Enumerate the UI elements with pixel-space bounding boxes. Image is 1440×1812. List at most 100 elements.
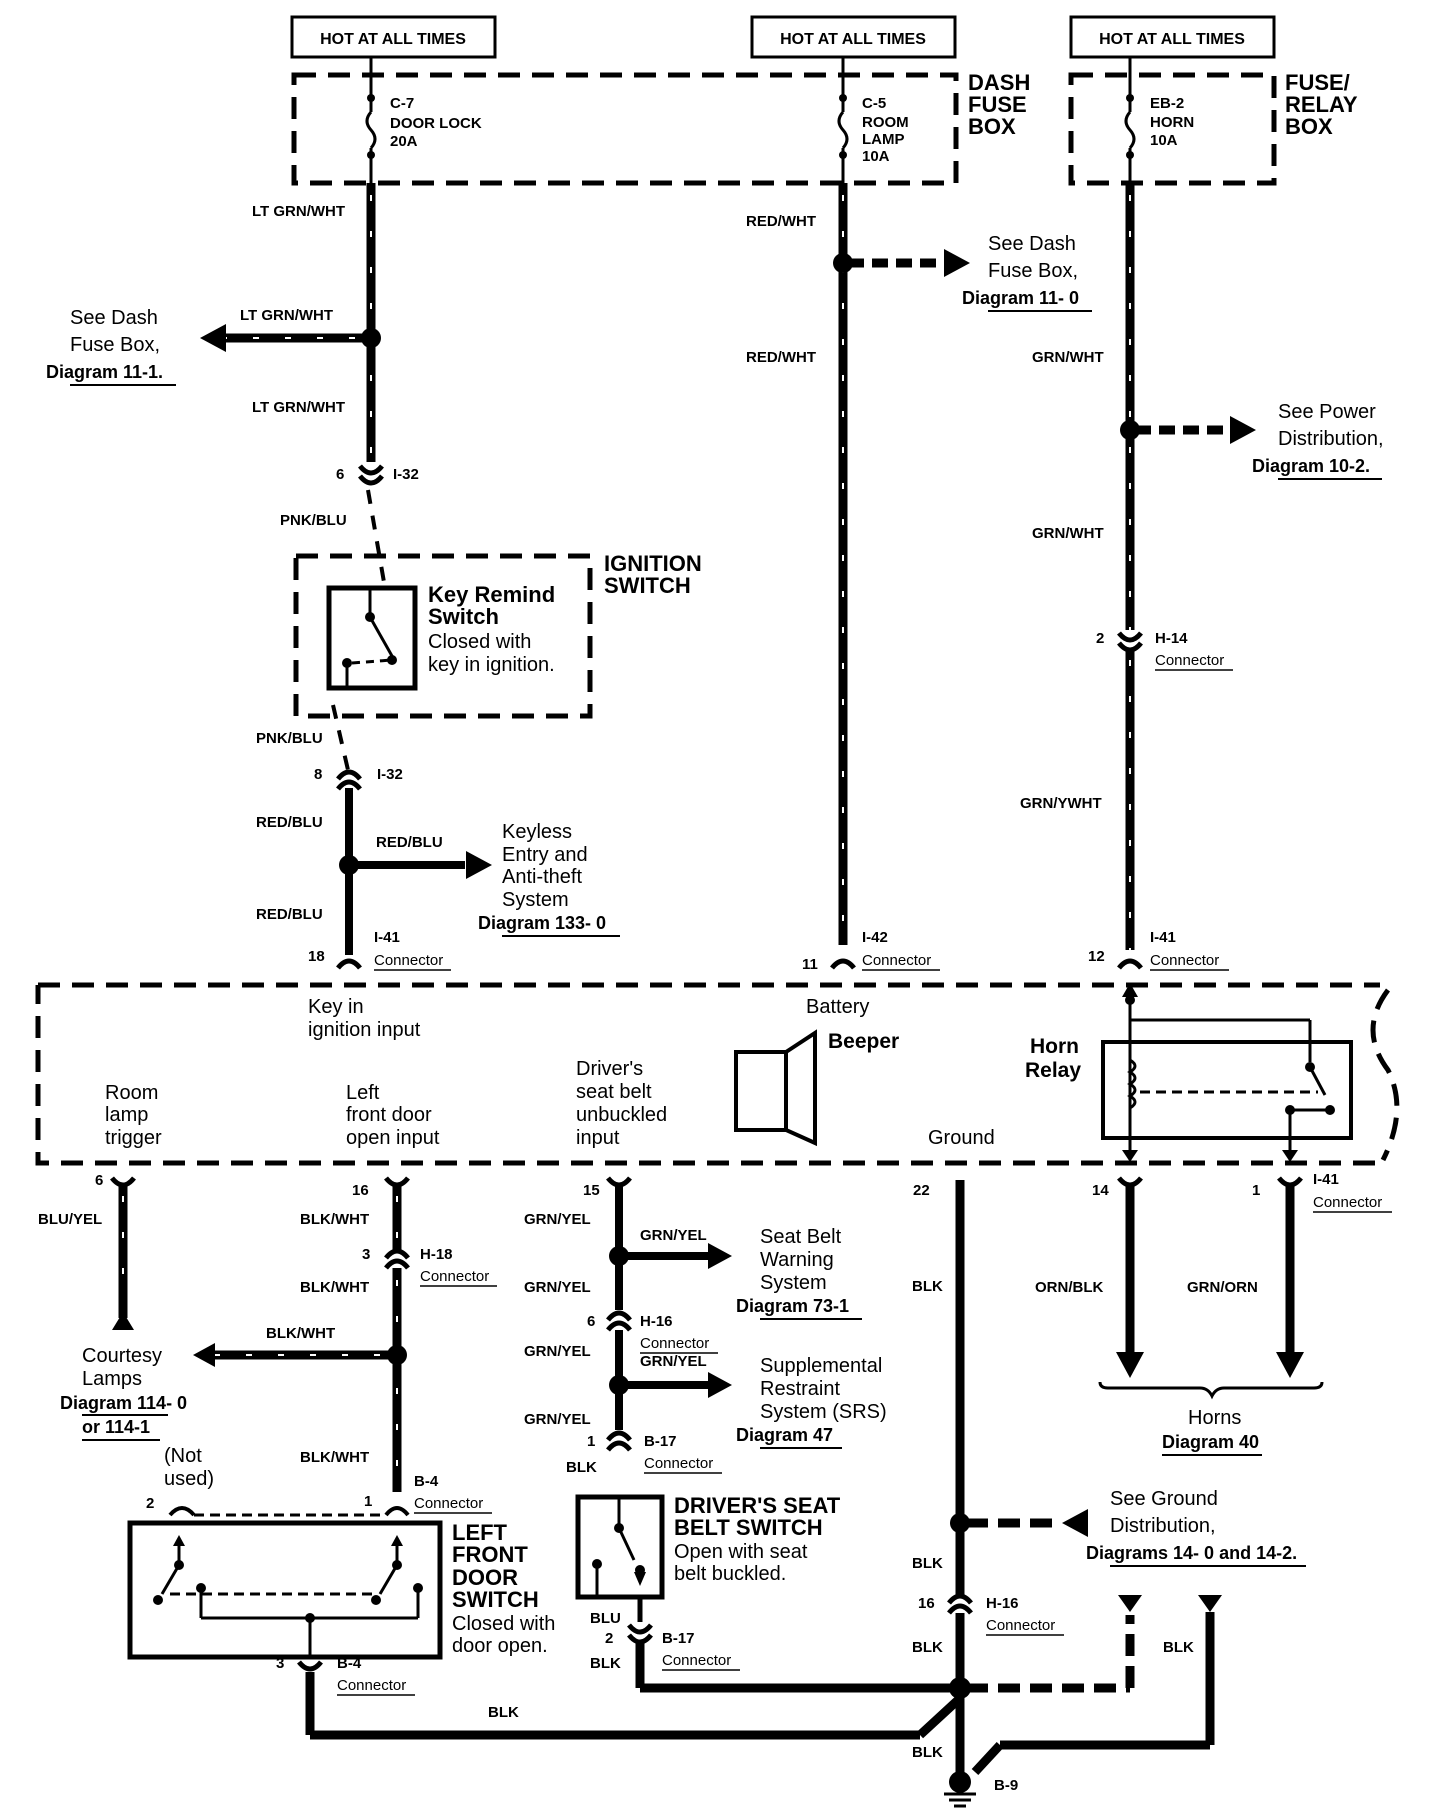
- fuse-c5-id: C-5: [862, 95, 886, 112]
- ref-text: Fuse Box,: [70, 334, 160, 356]
- unit-driver-belt-4: input: [576, 1127, 620, 1149]
- fuse-relay-box-title-1: FUSE/: [1285, 70, 1350, 95]
- dash-fuse-box: DASH FUSE BOX: [291, 70, 1030, 186]
- wire-bluyel: BLU/YEL: [38, 1186, 134, 1330]
- ref-text: See Ground: [1110, 1488, 1218, 1510]
- fuse-c5-rating: 10A: [862, 148, 890, 165]
- ref-diagram-link[interactable]: Diagram 114- 0: [60, 1393, 187, 1413]
- splice-redwht: [833, 249, 970, 277]
- ref-diagram-link[interactable]: Diagram 40: [1162, 1432, 1259, 1452]
- connector-id: I-41: [1150, 929, 1176, 946]
- door-switch-title-4: SWITCH: [452, 1587, 539, 1612]
- unit-left-door-1: Left: [346, 1082, 380, 1104]
- wire-label: GRN/YEL: [524, 1211, 591, 1228]
- wire-label: BLK: [912, 1744, 943, 1761]
- connector-i42-pin11: 11 I-42 Connector: [802, 929, 940, 973]
- door-switch-title-2: FRONT: [452, 1542, 528, 1567]
- fuse-relay-box: FUSE/ RELAY BOX: [1068, 70, 1358, 186]
- unit-battery-label: Battery: [806, 996, 869, 1018]
- ignition-switch-title-1: IGNITION: [604, 551, 702, 576]
- door-switch-desc-2: door open.: [452, 1635, 548, 1657]
- ref-text: System: [760, 1272, 827, 1294]
- wire-label: LT GRN/WHT: [240, 307, 333, 324]
- main-wires: [366, 183, 1135, 950]
- fuse-eb2-name: HORN: [1150, 114, 1194, 131]
- pin-number: 16: [352, 1182, 369, 1199]
- ref-text: System: [502, 889, 569, 911]
- unit-key-input-2: ignition input: [308, 1019, 421, 1041]
- ref-text: Keyless: [502, 821, 572, 843]
- pin-number: 6: [587, 1313, 595, 1330]
- ref-text: Distribution,: [1110, 1515, 1216, 1537]
- drivers-seat-belt-switch: DRIVER'S SEAT BELT SWITCH Open with seat…: [575, 1493, 841, 1600]
- ref-diagram-link[interactable]: Diagram 47: [736, 1425, 833, 1445]
- wire-label: LT GRN/WHT: [252, 399, 345, 416]
- unit-driver-belt-3: unbuckled: [576, 1104, 667, 1126]
- horn-relay: [1101, 983, 1353, 1162]
- ref-text: Seat Belt: [760, 1226, 842, 1248]
- unit-key-input-1: Key in: [308, 996, 364, 1018]
- wire-label: BLK: [1163, 1639, 1194, 1656]
- wire-label: ORN/BLK: [1035, 1279, 1103, 1296]
- wire-label: GRN/WHT: [1032, 525, 1104, 542]
- key-remind-title-2: Switch: [428, 604, 499, 629]
- belt-switch-desc-1: Open with seat: [674, 1541, 808, 1563]
- horn-wires: ORN/BLK GRN/ORN: [1035, 1186, 1324, 1400]
- ref-diagram-link[interactable]: Diagram 73-1: [736, 1296, 849, 1316]
- pin-number: 1: [587, 1433, 595, 1450]
- ref-diagram-link[interactable]: Diagram 133- 0: [478, 913, 606, 933]
- ref-text: Lamps: [82, 1368, 142, 1390]
- fuse-c7: C-7 DOOR LOCK 20A: [365, 75, 482, 183]
- key-remind-desc-1: Closed with: [428, 631, 531, 653]
- connector-id: H-18: [420, 1246, 453, 1263]
- key-remind-desc-2: key in ignition.: [428, 654, 555, 676]
- ref-text: Courtesy: [82, 1345, 162, 1367]
- pin-number: 12: [1088, 948, 1105, 965]
- ref-text: Fuse Box,: [988, 260, 1078, 282]
- unit-beeper-label: Beeper: [828, 1030, 899, 1053]
- ref-diagram-link[interactable]: Diagram 11- 0: [962, 288, 1079, 308]
- hot-label-2: HOT AT ALL TIMES: [780, 31, 926, 48]
- ref-power: See Power Distribution, Diagram 10-2.: [1252, 401, 1384, 480]
- dash-fuse-box-title-3: BOX: [968, 114, 1016, 139]
- wire-label: GRN/YWHT: [1020, 795, 1102, 812]
- connector-id: B-4: [414, 1473, 439, 1490]
- ref-diagram-link[interactable]: Diagrams 14- 0 and 14-2.: [1086, 1543, 1297, 1563]
- wire-label: RED/WHT: [746, 213, 816, 230]
- wire-label: LT GRN/WHT: [252, 203, 345, 220]
- pin-number: 2: [1096, 630, 1104, 647]
- wire-redblu: RED/BLU RED/BLU RED/BLU: [256, 788, 492, 955]
- wire-label: GRN/YEL: [524, 1411, 591, 1428]
- connector-label: Connector: [644, 1455, 713, 1472]
- wire-label: RED/BLU: [376, 834, 443, 851]
- ref-text: Warning: [760, 1249, 834, 1271]
- pin-number: 8: [314, 766, 322, 783]
- connector-id: I-32: [393, 466, 419, 483]
- ref-dash-11-1: See Dash Fuse Box, Diagram 11-1.: [46, 307, 176, 386]
- connector-id: B-17: [644, 1433, 677, 1450]
- ignition-switch: IGNITION SWITCH Key Remind Switch Closed…: [293, 551, 702, 719]
- wire-label: RED/BLU: [256, 906, 323, 923]
- ref-diagram-link[interactable]: or 114-1: [82, 1417, 150, 1437]
- fuse-c7-name: DOOR LOCK: [390, 115, 482, 132]
- wire-label: GRN/YEL: [640, 1353, 707, 1370]
- door-switch-title-3: DOOR: [452, 1565, 518, 1590]
- fuse-c5-name-2: LAMP: [862, 131, 905, 148]
- ref-diagram-link[interactable]: Diagram 10-2.: [1252, 456, 1370, 476]
- ref-text: See Dash: [988, 233, 1076, 255]
- connector-id: I-41: [1313, 1171, 1339, 1188]
- connector-id: I-42: [862, 929, 888, 946]
- unit-room-lamp-1: Room: [105, 1082, 158, 1104]
- fuse-eb2-id: EB-2: [1150, 95, 1184, 112]
- ref-text: Restraint: [760, 1378, 840, 1400]
- connector-id: H-16: [986, 1595, 1019, 1612]
- connector-h14: 2 H-14 Connector: [1096, 630, 1233, 671]
- fuse-eb2-rating: 10A: [1150, 132, 1178, 149]
- pin-number: 2: [146, 1495, 154, 1512]
- wire-label: RED/BLU: [256, 814, 323, 831]
- dash-fuse-box-title-2: FUSE: [968, 92, 1027, 117]
- pin-number: 15: [583, 1182, 600, 1199]
- connector-label: Connector: [862, 952, 931, 969]
- ref-diagram-link[interactable]: Diagram 11-1.: [46, 362, 163, 382]
- connector-label: Connector: [1155, 652, 1224, 669]
